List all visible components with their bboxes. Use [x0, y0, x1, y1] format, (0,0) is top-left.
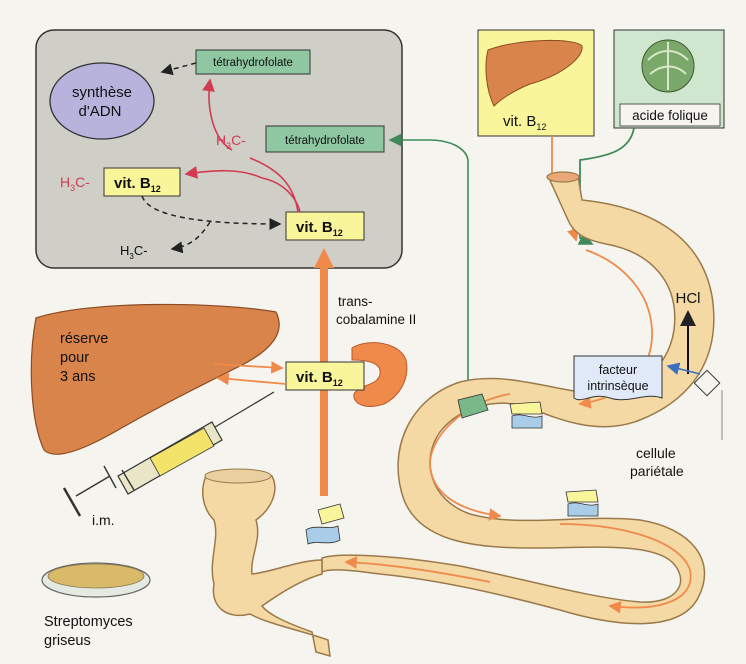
thf-top-label: tétrahydrofolate [213, 57, 293, 69]
esophagus-opening [547, 172, 579, 182]
colon-opening [205, 469, 271, 483]
parietal-cell-line1: cellule [636, 445, 676, 461]
dna-synthesis-line2: d'ADN [79, 103, 122, 120]
if-fragment-icon [306, 526, 340, 544]
methyl-thf-label: tétrahydrofolate [285, 135, 365, 147]
bacteria-line1: Streptomyces [44, 614, 133, 630]
injection-label: i.m. [92, 512, 115, 528]
liver-reserve-line2: pour [60, 350, 89, 366]
liver-reserve-line1: réserve [60, 331, 108, 347]
dna-synthesis-line1: synthèse [72, 84, 132, 101]
parietal-cell-line2: pariétale [630, 463, 684, 479]
petri-dish-icon [42, 563, 150, 597]
cabbage-icon [642, 40, 694, 92]
transcobalamin-line1: trans- [338, 294, 373, 309]
dna-synthesis-ellipse [50, 63, 154, 139]
transcobalamin-line2: cobalamine II [336, 312, 416, 327]
folic-acid-label: acide folique [632, 108, 708, 123]
intrinsic-factor-line1: facteur [599, 363, 637, 377]
liver-reserve-line3: 3 ans [60, 369, 95, 385]
hcl-label: HCl [676, 290, 701, 307]
bacteria-line2: griseus [44, 633, 91, 649]
intrinsic-factor-line2: intrinsèque [587, 379, 648, 393]
